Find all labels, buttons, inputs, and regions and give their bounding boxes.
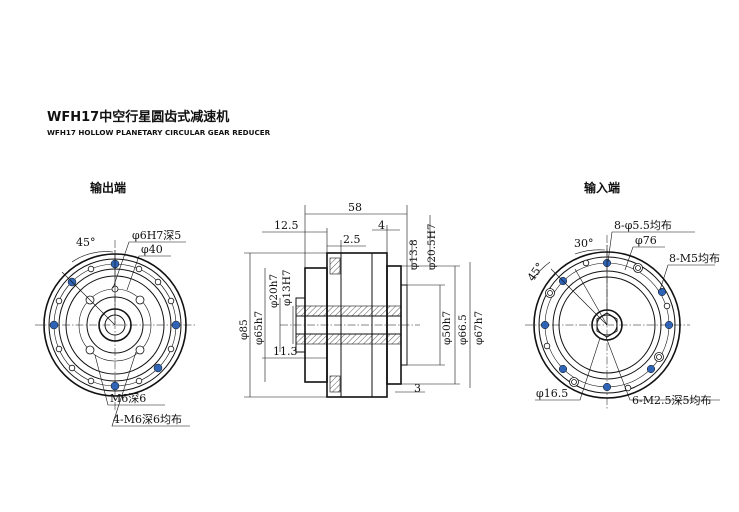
leader-pcd: [126, 255, 171, 291]
small-hole: [135, 265, 143, 273]
dia-13-8: φ13.8: [408, 239, 420, 270]
bearing-section: [329, 257, 341, 275]
input-angle-45: 45°: [525, 260, 547, 283]
small-hole: [582, 259, 590, 267]
leader-bore: [535, 337, 601, 401]
output-45-line: [61, 271, 116, 326]
shaft-section-bottom: [295, 333, 402, 345]
small-hole: [87, 377, 95, 385]
input-blue-holes: [540, 258, 674, 392]
shaft-section-top: [295, 305, 402, 317]
input-45-line: [550, 268, 608, 326]
side-section-view: 58 12.5 4 2.5 11.3 3 φ85 φ65h7 φ20h7 φ13…: [238, 201, 485, 398]
ann-pcd: φ40: [141, 243, 163, 256]
ann-m6-holes: 4-M6深6均布: [113, 413, 182, 426]
ann-bore: φ16.5: [536, 387, 568, 400]
m5-hole-core: [547, 290, 553, 296]
small-hole: [154, 278, 162, 286]
drawing-title: WFH17中空行星圆齿式减速机: [47, 109, 229, 125]
blue-bolt-hole: [558, 364, 568, 374]
small-hole: [55, 345, 63, 353]
leader-m6-holes: [111, 351, 190, 427]
dia-67h7: φ67h7: [473, 311, 485, 345]
bearing-section: [329, 375, 341, 393]
input-angle-30: 30°: [574, 237, 594, 250]
input-m5-holes: [543, 259, 671, 392]
leader-m2-5: [605, 336, 720, 401]
input-end-label: 输入端: [584, 180, 620, 195]
dia-85: φ85: [238, 319, 250, 340]
drawing-subtitle: WFH17 HOLLOW PLANETARY CIRCULAR GEAR RED…: [47, 128, 271, 137]
input-spigot: [400, 284, 408, 366]
input-bore-hex: [596, 312, 618, 338]
small-hole: [543, 342, 551, 350]
output-end-label: 输出端: [90, 180, 126, 195]
blue-bolt-hole: [540, 320, 550, 330]
small-hole: [135, 377, 143, 385]
dia-65h7: φ65h7: [253, 311, 265, 345]
dim-12-5: 12.5: [274, 219, 299, 232]
m5-hole-core: [656, 354, 662, 360]
output-boss: [295, 297, 306, 353]
dia-20h7: φ20h7: [268, 274, 280, 308]
small-hole: [167, 345, 175, 353]
leader-pin-hole: [112, 241, 186, 289]
small-hole: [87, 265, 95, 273]
ann-m5: 8-M5均布: [669, 252, 720, 265]
ann-m2-5: 6-M2.5深5均布: [632, 394, 711, 407]
m6-hole: [135, 295, 145, 305]
ann-8-holes: 8-φ5.5均布: [614, 219, 672, 232]
blue-bolt-hole: [602, 382, 612, 392]
blue-bolt-hole: [171, 320, 181, 330]
blue-bolt-hole: [646, 364, 656, 374]
blue-bolt-hole: [110, 381, 120, 391]
blue-bolt-hole: [49, 320, 59, 330]
blue-bolt-hole: [664, 320, 674, 330]
output-angle-arc: [71, 251, 114, 263]
blue-bolt-hole: [657, 287, 667, 297]
leader-8-holes: [607, 231, 695, 263]
leader-m6: [94, 354, 165, 406]
leader-m5: [659, 264, 715, 291]
blue-bolt-hole: [153, 363, 163, 373]
output-outer-holes: [49, 259, 181, 391]
dim-4: 4: [378, 219, 385, 232]
output-angle-45: 45°: [76, 236, 96, 249]
ann-pcd76: φ76: [635, 234, 657, 247]
leader-pcd76: [624, 246, 665, 271]
dia-20-5h7: φ20.5H7: [426, 223, 438, 270]
small-hole: [663, 302, 671, 310]
m6-hole: [85, 345, 95, 355]
dim-3: 3: [414, 382, 421, 395]
ann-m6: M6深6: [110, 392, 146, 405]
dim-58: 58: [348, 201, 362, 214]
dim-11-3: 11.3: [273, 345, 298, 358]
small-hole: [55, 297, 63, 305]
m5-hole-core: [635, 265, 641, 271]
input-end-view: 输入端: [525, 180, 720, 410]
dia-13h7: φ13H7: [281, 269, 293, 306]
ann-pin-hole: φ6H7深5: [132, 229, 181, 242]
m6-hole: [135, 345, 145, 355]
m5-hole-core: [571, 379, 577, 385]
output-end-view: 输出端: [35, 180, 195, 427]
small-hole: [167, 297, 175, 305]
dim-2-5: 2.5: [343, 233, 361, 246]
input-30-line: [574, 268, 608, 326]
dia-50h7: φ50h7: [441, 311, 453, 345]
input-angle-arc-45: [531, 261, 551, 281]
dia-66-5: φ66.5: [457, 314, 469, 345]
input-angle-arc-30: [574, 249, 606, 255]
small-hole: [68, 364, 76, 372]
